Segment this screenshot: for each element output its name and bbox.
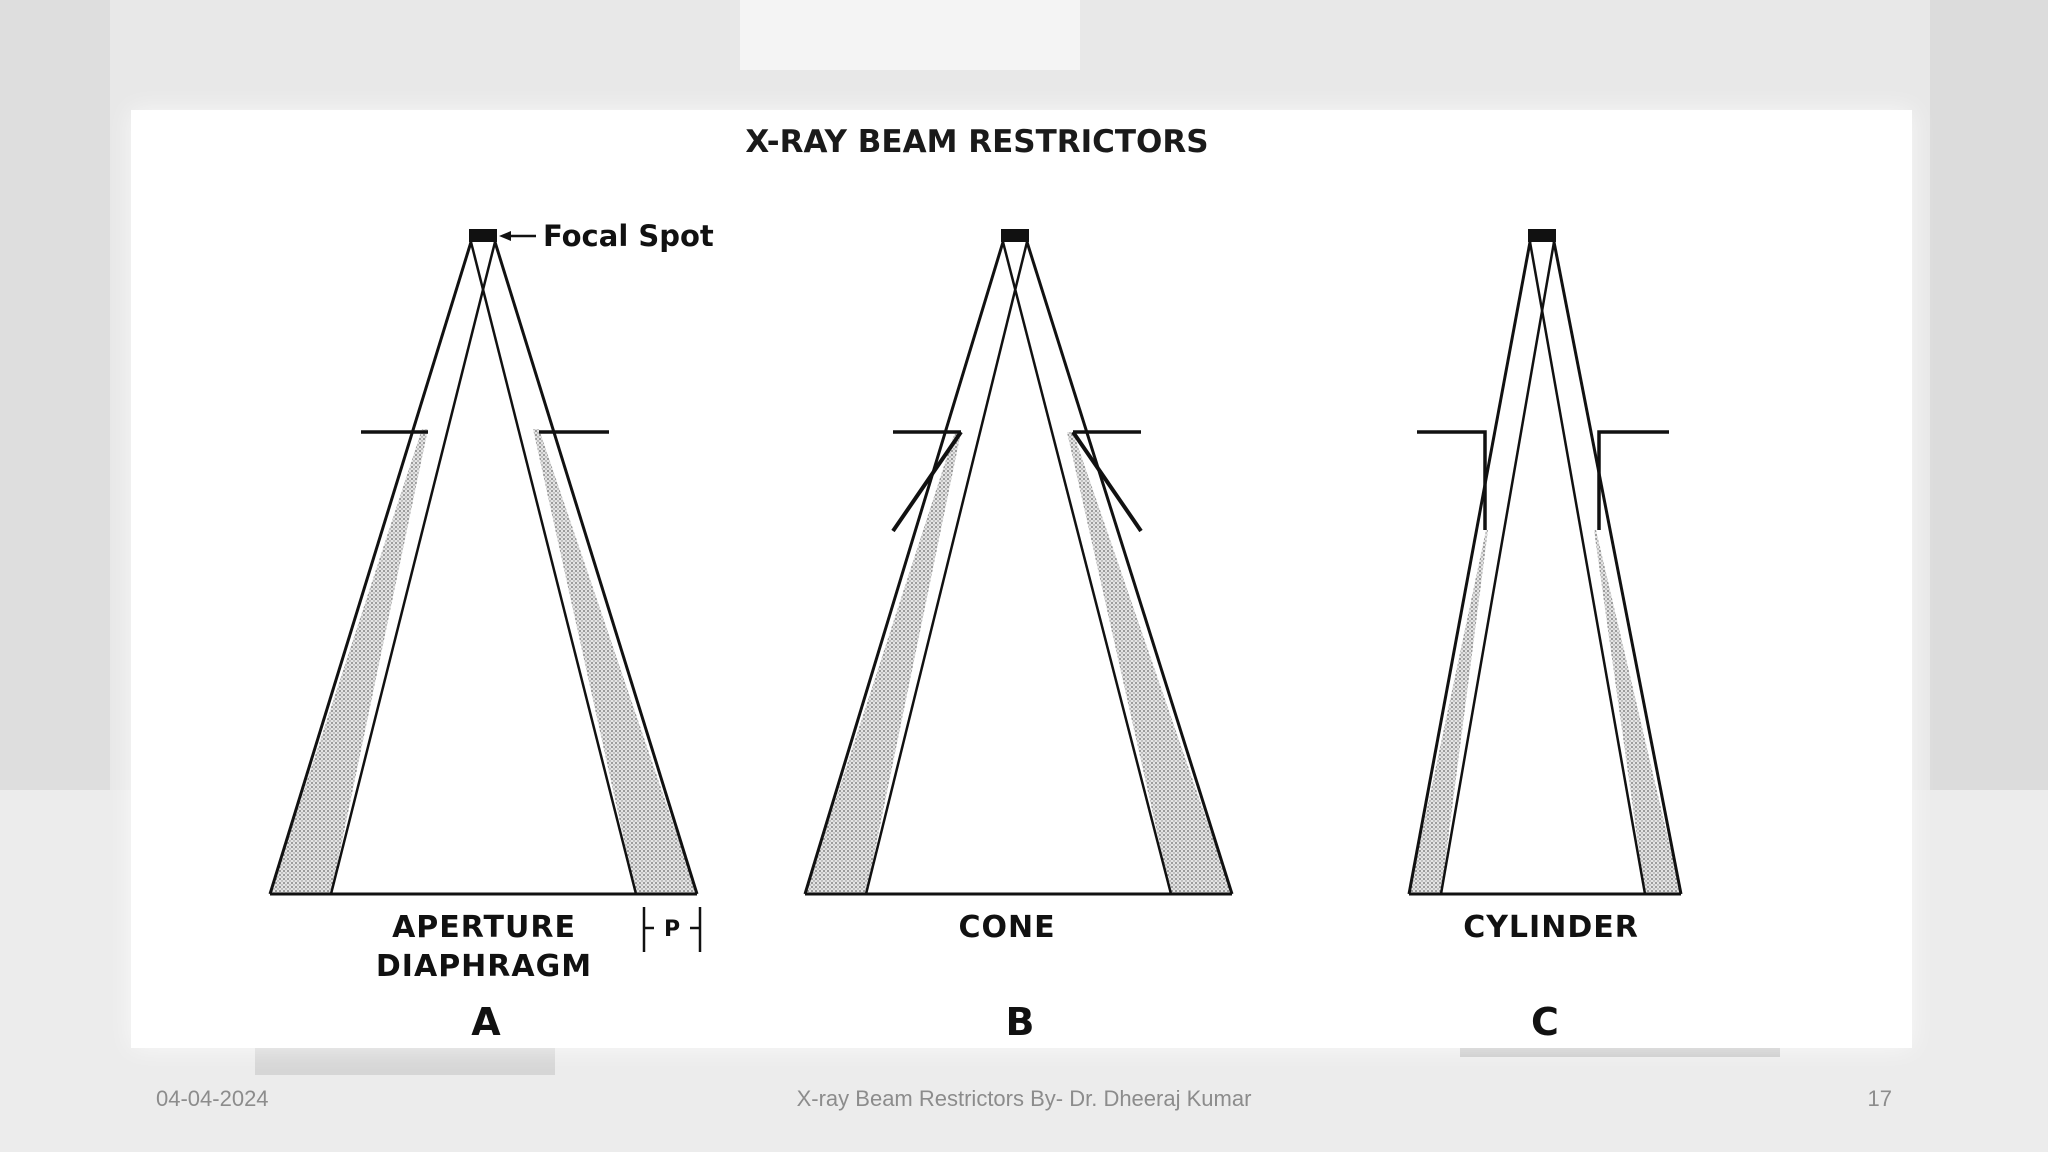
restrictor-a-name-line1: APERTURE	[392, 910, 576, 945]
restrictor-a-name-line2: DIAPHRAGM	[376, 949, 592, 984]
cone-wall-right	[1071, 430, 1143, 533]
restrictor-c-name: CYLINDER	[1463, 910, 1639, 945]
footer-date: 04-04-2024	[156, 1086, 269, 1111]
cone-diagram	[803, 229, 1234, 896]
footer-title: X-ray Beam Restrictors By- Dr. Dheeraj K…	[796, 1086, 1252, 1111]
penumbra-right-a	[533, 429, 697, 894]
footer-page-number: 17	[1867, 1086, 1892, 1111]
restrictor-a-letter: A	[471, 1000, 501, 1044]
diagram-panel: X-RAY BEAM RESTRICTORS Focal Spot P APER…	[131, 110, 1912, 1048]
cylinder-diagram	[1407, 229, 1683, 896]
beam-restrictors-diagram: X-RAY BEAM RESTRICTORS Focal Spot P APER…	[268, 124, 1683, 1044]
restrictor-c-letter: C	[1531, 1000, 1559, 1044]
focal-spot-c	[1528, 229, 1556, 242]
restrictor-b-letter: B	[1006, 1000, 1035, 1044]
focal-spot-a	[469, 229, 497, 242]
diagram-title: X-RAY BEAM RESTRICTORS	[745, 124, 1208, 160]
penumbra-left-a	[270, 429, 428, 894]
aperture-diaphragm-diagram	[268, 229, 702, 952]
penumbra-right-c	[1594, 530, 1681, 894]
focal-spot-label: Focal Spot	[543, 219, 714, 253]
focal-spot-b	[1001, 229, 1029, 242]
cylinder-wall-left	[1417, 430, 1487, 530]
penumbra-left-c	[1409, 530, 1488, 894]
cone-wall-left	[891, 430, 963, 533]
cylinder-wall-right	[1597, 430, 1669, 530]
penumbra-label: P	[664, 917, 680, 942]
penumbra-right-b	[1067, 432, 1232, 894]
restrictor-b-name: CONE	[958, 910, 1055, 945]
penumbra-left-b	[805, 432, 961, 894]
